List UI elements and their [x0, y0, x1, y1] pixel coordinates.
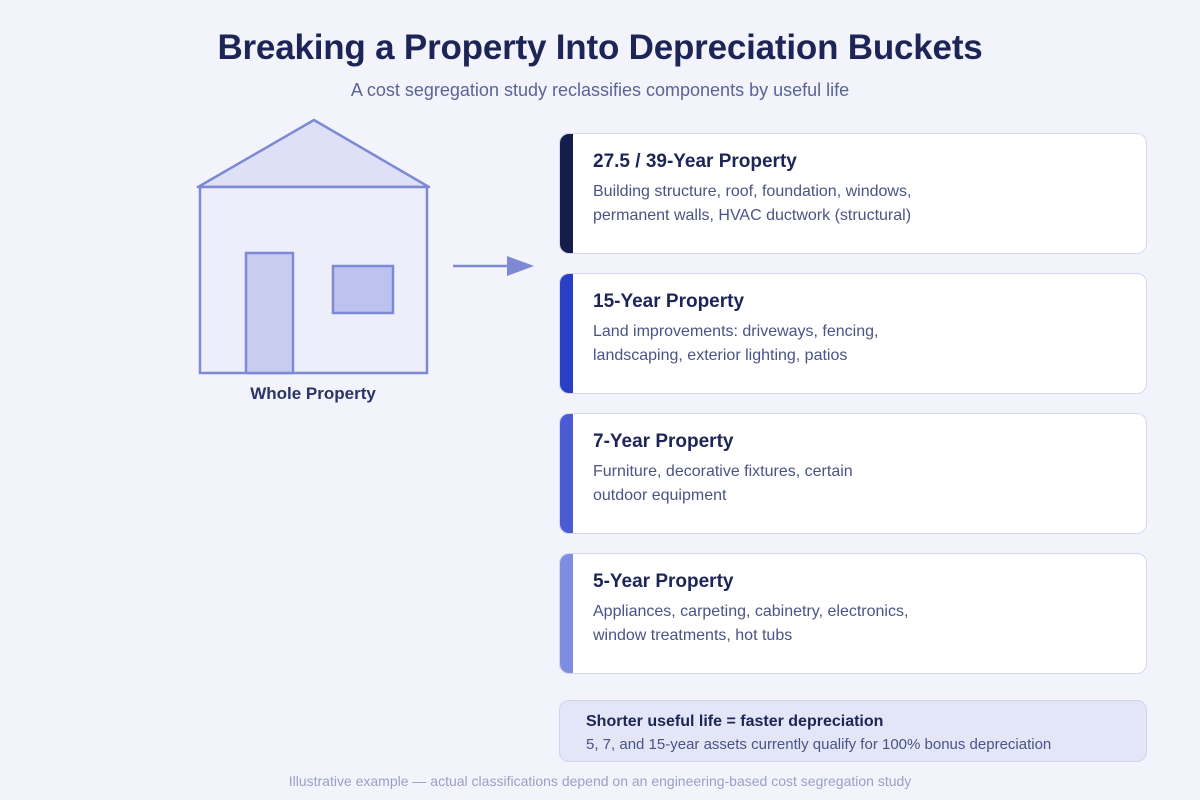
- bucket-color-stripe: [560, 554, 573, 673]
- bucket-27-5-39-year: 27.5 / 39-Year Property Building structu…: [559, 133, 1147, 254]
- house-window: [331, 264, 395, 315]
- summary-body: 5, 7, and 15-year assets currently quali…: [586, 736, 1052, 753]
- bucket-15-year: 15-Year Property Land improvements: driv…: [559, 273, 1147, 394]
- footnote: Illustrative example — actual classifica…: [288, 773, 912, 789]
- bucket-description: Building structure, roof, foundation, wi…: [593, 183, 912, 200]
- arrow-right-icon: [453, 256, 534, 276]
- summary-callout: Shorter useful life = faster depreciatio…: [559, 700, 1147, 762]
- house-roof: [196, 118, 431, 189]
- bucket-5-year: 5-Year Property Appliances, carpeting, c…: [559, 553, 1147, 674]
- bucket-color-stripe: [560, 134, 573, 253]
- summary-heading: Shorter useful life = faster depreciatio…: [586, 713, 884, 730]
- bucket-title: 15-Year Property: [593, 291, 745, 312]
- bucket-title: 7-Year Property: [593, 431, 734, 452]
- house-door: [244, 251, 295, 375]
- bucket-description: Land improvements: driveways, fencing,: [593, 323, 879, 340]
- bucket-title: 5-Year Property: [593, 571, 734, 592]
- bucket-description: permanent walls, HVAC ductwork (structur…: [593, 207, 912, 224]
- bucket-description: outdoor equipment: [593, 487, 727, 504]
- bucket-color-stripe: [560, 274, 573, 393]
- bucket-description: landscaping, exterior lighting, patios: [593, 347, 848, 364]
- bucket-description: window treatments, hot tubs: [593, 627, 793, 644]
- bucket-7-year: 7-Year Property Furniture, decorative fi…: [559, 413, 1147, 534]
- bucket-description: Appliances, carpeting, cabinetry, electr…: [593, 603, 909, 620]
- page-title: Breaking a Property Into Depreciation Bu…: [217, 28, 983, 67]
- bucket-title: 27.5 / 39-Year Property: [593, 151, 797, 172]
- house-illustration: [196, 118, 431, 375]
- whole-property-label: Whole Property: [250, 384, 376, 403]
- page-subtitle: A cost segregation study reclassifies co…: [350, 80, 850, 100]
- bucket-description: Furniture, decorative fixtures, certain: [593, 463, 853, 480]
- bucket-color-stripe: [560, 414, 573, 533]
